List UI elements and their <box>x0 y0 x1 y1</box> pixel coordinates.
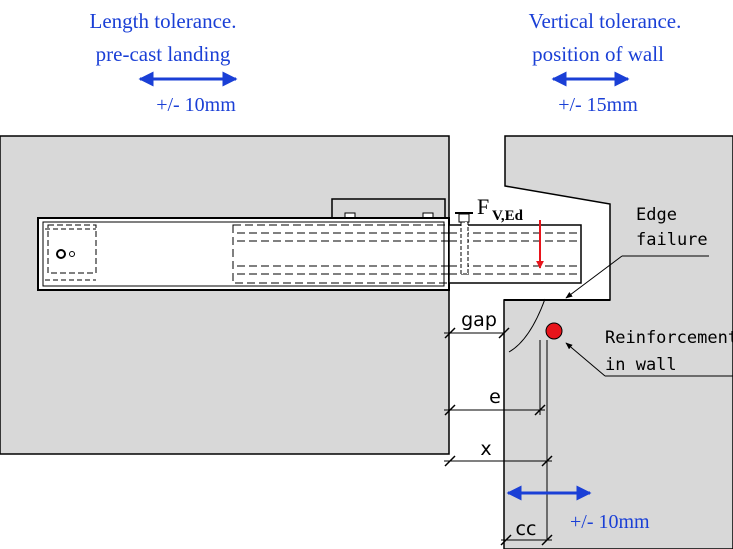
housing-anchor-icon <box>56 249 66 259</box>
cc-label: cc <box>516 518 537 540</box>
sliding-bolt <box>232 212 582 284</box>
length-tolerance-title: Length tolerance. <box>90 9 237 33</box>
e-label: e <box>489 386 501 408</box>
vertical-tolerance-title: Vertical tolerance. <box>529 9 682 33</box>
precast-landing-slab <box>0 135 450 455</box>
cc-tolerance-value: +/- 10mm <box>570 511 650 533</box>
length-tolerance-subtitle: pre-cast landing <box>96 42 231 66</box>
length-tolerance-value: +/- 10mm <box>156 94 236 116</box>
vertical-tolerance-value: +/- 15mm <box>558 94 638 116</box>
force-subscript: V,Ed <box>492 208 524 224</box>
reinforcement-bar <box>545 322 563 340</box>
edge-failure-leader <box>565 255 623 299</box>
vertical-tolerance-subtitle: position of wall <box>532 42 664 66</box>
reinforcement-leader <box>565 342 606 377</box>
reinforcement-label-line1: Reinforcement <box>605 328 733 348</box>
gap-dimension: gap <box>444 309 510 339</box>
x-dimension: x <box>444 438 553 467</box>
length-tolerance-heading: Length tolerance. pre-cast landing +/- 1… <box>90 9 238 116</box>
edge-failure-label-line1: Edge <box>636 205 677 225</box>
cc-dimension: cc <box>500 518 553 546</box>
connector-housing <box>37 217 450 291</box>
e-dimension: e <box>444 386 546 416</box>
edge-failure-label-line2: failure <box>636 230 708 250</box>
failure-cone-line <box>508 298 546 353</box>
force-label: F <box>477 194 489 219</box>
x-label: x <box>480 438 491 460</box>
reinforcement-label-line2: in wall <box>605 355 677 375</box>
gap-label: gap <box>461 309 497 331</box>
vertical-tolerance-heading: Vertical tolerance. position of wall +/-… <box>529 9 682 116</box>
